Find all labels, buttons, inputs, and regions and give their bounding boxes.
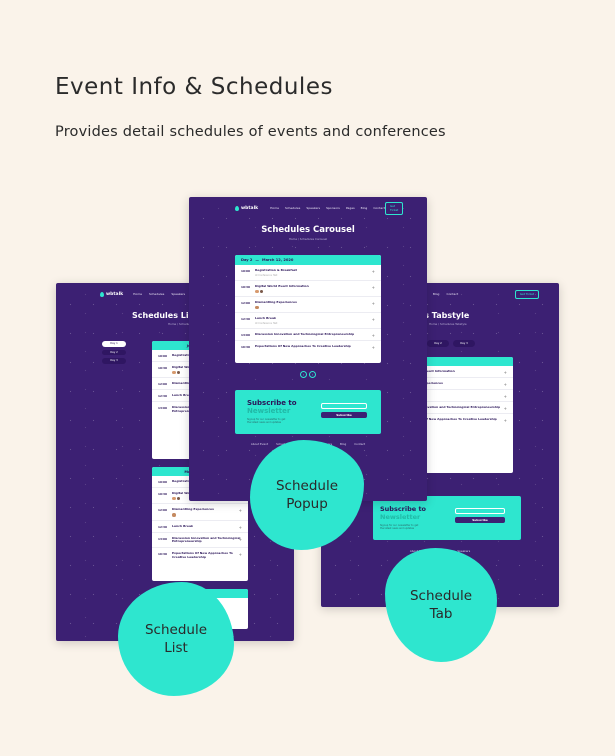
expand-icon[interactable]: +	[371, 333, 375, 338]
carousel-arrows: ‹ ›	[300, 371, 316, 378]
breadcrumb: Home / Schedules Tabstyle	[429, 322, 467, 326]
nav-link[interactable]: Contact	[373, 206, 385, 210]
day-pill[interactable]: Day 3	[102, 358, 126, 364]
subscribe-box: Subscribe to Newsletter Signup for our n…	[373, 496, 521, 540]
schedule-tab-label: Schedule Tab	[385, 548, 497, 662]
logo[interactable]: wbtalk	[235, 205, 258, 211]
page-title: Schedules Carousel	[261, 225, 355, 235]
nav-link[interactable]: Contact	[446, 292, 459, 296]
schedule-list-label: Schedule List	[118, 582, 234, 696]
logo-drop-icon	[100, 291, 104, 297]
nav-link[interactable]: Schedules	[148, 292, 165, 296]
tab-day[interactable]: Day 2	[427, 340, 449, 347]
day-tabs: Day 2 Day 3	[427, 340, 475, 347]
nav-bar: wbtalk Home Schedules Speakers Sponsors …	[189, 201, 427, 215]
email-input[interactable]	[455, 508, 505, 514]
get-ticket-button[interactable]: Get Ticket	[514, 289, 539, 299]
day-pill[interactable]: Day 2	[102, 349, 126, 355]
expand-icon[interactable]: +	[503, 418, 507, 423]
expand-icon[interactable]: +	[503, 406, 507, 411]
breadcrumb: Home / Schedules Carousel	[288, 237, 328, 241]
expand-icon[interactable]: +	[371, 284, 375, 290]
expand-icon[interactable]: +	[503, 370, 507, 375]
nav-link[interactable]: Schedules	[284, 206, 301, 210]
expand-icon[interactable]: +	[238, 552, 242, 557]
expand-icon[interactable]: +	[238, 536, 242, 542]
expand-icon[interactable]: +	[238, 508, 242, 514]
expand-icon[interactable]: +	[238, 524, 242, 530]
nav-link[interactable]: Home	[270, 206, 279, 210]
nav-link[interactable]: Home	[133, 292, 142, 296]
expand-icon[interactable]: +	[371, 317, 375, 323]
expand-icon[interactable]: +	[371, 269, 375, 274]
expand-icon[interactable]: +	[503, 394, 507, 399]
nav-link[interactable]: Pages	[345, 206, 355, 210]
nav-link[interactable]: Blog	[360, 206, 368, 210]
logo-drop-icon	[235, 205, 239, 211]
nav-link[interactable]: Speakers	[171, 292, 186, 296]
chevron-right-icon[interactable]: ›	[309, 371, 316, 378]
subscribe-button[interactable]: Subscribe	[321, 412, 367, 418]
avatar	[176, 370, 180, 375]
nav-link[interactable]: Blog	[432, 292, 440, 296]
chevron-left-icon[interactable]: ‹	[300, 371, 307, 378]
subscribe-button[interactable]: Subscribe	[455, 517, 505, 523]
nav-link[interactable]: Sponsors	[326, 206, 340, 210]
day-selector: Day 1 Day 2 Day 3	[102, 341, 126, 364]
get-ticket-button[interactable]: Get Ticket	[384, 201, 404, 215]
subscribe-box: Subscribe to Newsletter Signup for our n…	[235, 390, 381, 434]
section-title: Event Info & Schedules	[55, 74, 333, 100]
expand-icon[interactable]: +	[371, 345, 375, 350]
tab-day[interactable]: Day 3	[453, 340, 475, 347]
email-input[interactable]	[321, 403, 367, 409]
day-pill[interactable]: Day 1	[102, 341, 126, 347]
breadcrumb: Home / Schedules List	[168, 322, 200, 326]
logo[interactable]: wbtalk	[100, 291, 123, 297]
expand-icon[interactable]: +	[503, 382, 507, 387]
page-title: Schedules List	[132, 311, 198, 320]
avatar	[172, 370, 176, 375]
expand-icon[interactable]: +	[371, 301, 375, 306]
day-header: Day 2 — March 12, 2020	[235, 255, 381, 265]
nav-link[interactable]: Speakers	[306, 206, 321, 210]
section-subtitle: Provides detail schedules of events and …	[55, 124, 446, 140]
